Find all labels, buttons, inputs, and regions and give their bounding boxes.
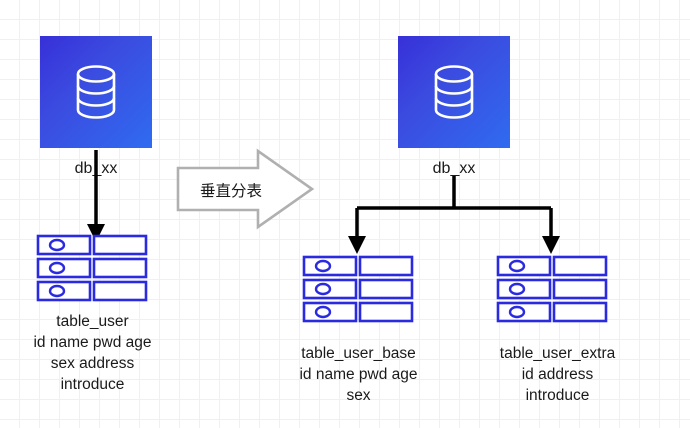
- target-database-box: [398, 36, 510, 148]
- source-table-fields: id name pwd age sex address introduce: [33, 334, 152, 393]
- source-flow-arrow-icon: [87, 150, 105, 242]
- target-split-arrows-icon: [348, 176, 560, 254]
- target-table-fields-2: id address introduce: [521, 366, 594, 404]
- source-database-box: [40, 36, 152, 148]
- target-table-icon-1: [302, 255, 414, 325]
- target-table-icon-2: [496, 255, 608, 325]
- source-table-icon: [36, 234, 148, 304]
- target-table-name-2: table_user_extra: [499, 345, 616, 362]
- block-arrow-right-icon: [176, 148, 315, 230]
- database-cylinder-icon: [70, 62, 122, 122]
- source-table-name: table_user: [56, 313, 129, 330]
- target-table-fields-1: id name pwd age sex: [299, 366, 418, 404]
- database-cylinder-icon: [428, 62, 480, 122]
- transform-label: 垂直分表: [199, 183, 262, 200]
- target-table-name-1: table_user_base: [301, 345, 416, 362]
- target-db-label: db_xx: [432, 160, 476, 177]
